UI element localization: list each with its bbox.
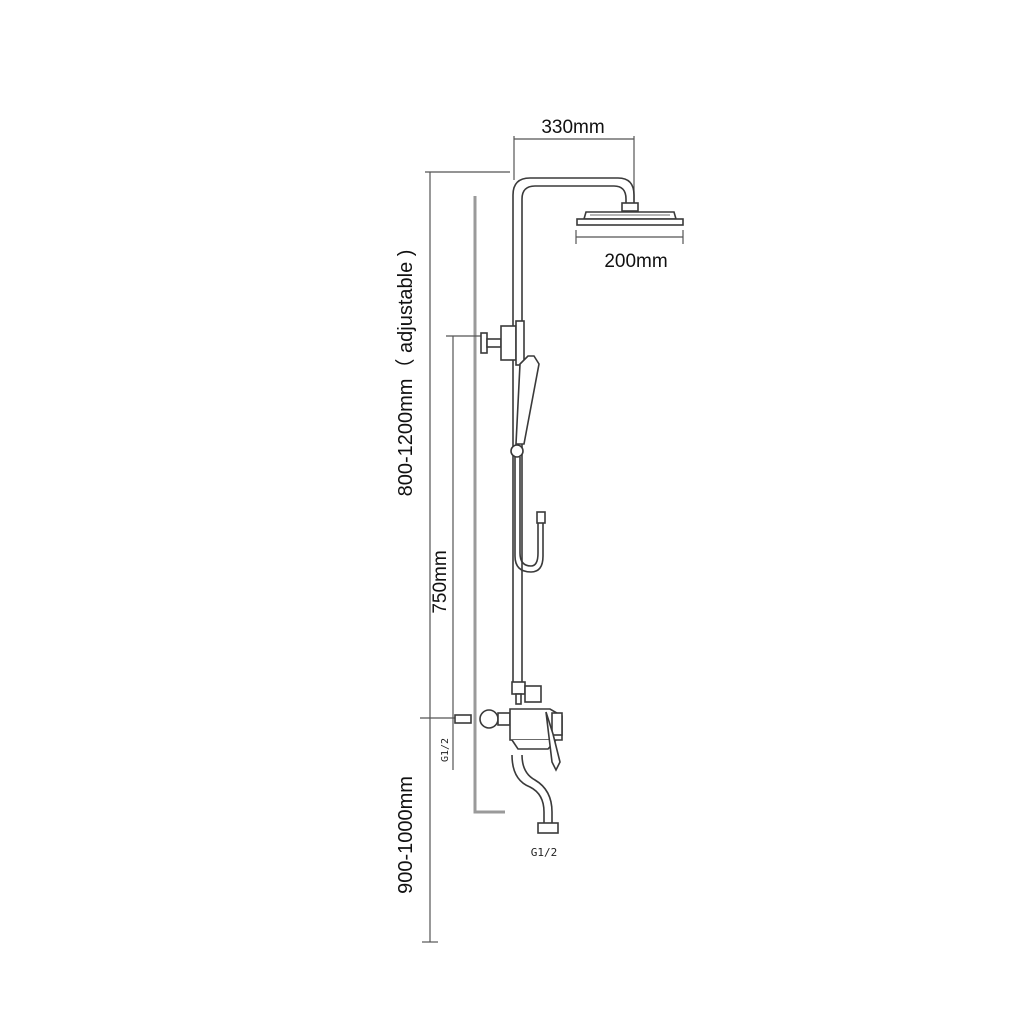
bath-spout xyxy=(511,754,559,834)
upper-wall-bracket xyxy=(480,320,525,366)
wall-inlet-thread-label: G1/2 xyxy=(440,738,451,762)
riser-pipe xyxy=(512,177,635,690)
hand-shower xyxy=(510,355,540,458)
overall-height-label: 800-1200mm（ adjustable ) xyxy=(394,250,417,497)
diverter-connector xyxy=(511,681,542,705)
riser-spacing-label: 750mm xyxy=(430,550,451,613)
mixer-height-label: 900-1000mm xyxy=(395,776,417,894)
riser-spacing-dimension-line xyxy=(446,335,486,770)
rain-shower-head xyxy=(576,202,684,226)
wall-outline xyxy=(473,196,505,814)
head-diameter-label: 200mm xyxy=(604,251,667,272)
spout-outlet-thread-label: G1/2 xyxy=(531,846,558,859)
shower-hose xyxy=(514,457,546,573)
head-diameter-dimension-line xyxy=(575,230,684,244)
mixer-valve xyxy=(454,708,563,772)
head-arm-width-label: 330mm xyxy=(541,117,604,138)
head-arm-width-dimension-line xyxy=(513,136,635,200)
